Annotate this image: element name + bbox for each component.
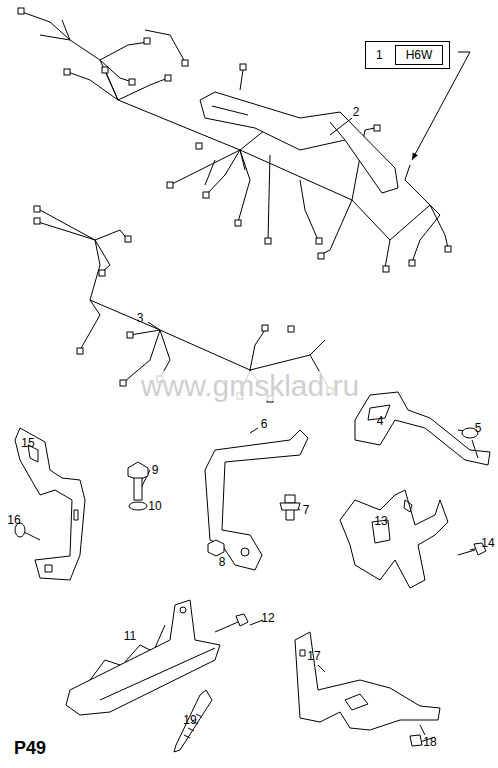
bulb-type: H6W	[406, 49, 433, 61]
callout-number: 9	[152, 464, 159, 476]
callout-number: 10	[148, 500, 161, 512]
callout-number: 6	[261, 418, 268, 430]
bolt	[128, 462, 148, 500]
hole	[241, 548, 249, 556]
callout-number: 4	[377, 415, 384, 427]
callout-number: 18	[423, 736, 436, 748]
callout-number: 19	[183, 714, 196, 726]
nut	[208, 540, 224, 556]
callout-number: 12	[261, 612, 274, 624]
bracket	[295, 632, 440, 730]
page-code: P49	[14, 739, 46, 757]
bolt	[215, 614, 248, 632]
stud	[280, 495, 300, 520]
bracket	[355, 392, 490, 465]
callout-number: 8	[219, 556, 226, 568]
callout-number: 1	[376, 49, 383, 61]
bulb-type-box: H6W	[395, 45, 444, 65]
leader-line	[30, 52, 478, 735]
callout-number: 17	[307, 650, 320, 662]
callout-number: 3	[137, 312, 144, 324]
callout-number: 14	[481, 537, 494, 549]
bracket	[15, 428, 85, 580]
harness-carrier	[200, 92, 398, 193]
callout-number: 16	[7, 514, 20, 526]
callout-number: 2	[353, 106, 360, 118]
hole	[180, 607, 186, 613]
bracket	[205, 430, 308, 570]
callout-number: 15	[21, 437, 34, 449]
callout-box: 1 H6W	[365, 41, 450, 69]
bracket-rail	[66, 600, 220, 715]
callout-number: 11	[124, 630, 136, 642]
callout-number: 7	[303, 504, 310, 516]
callout-number: 5	[475, 422, 482, 434]
watermark: www.gmsklad.ru	[141, 371, 359, 401]
callout-number: 13	[374, 515, 387, 527]
wire-harness	[18, 8, 451, 272]
bracket	[340, 490, 448, 588]
cable-tie	[174, 690, 212, 752]
washer	[129, 502, 147, 510]
